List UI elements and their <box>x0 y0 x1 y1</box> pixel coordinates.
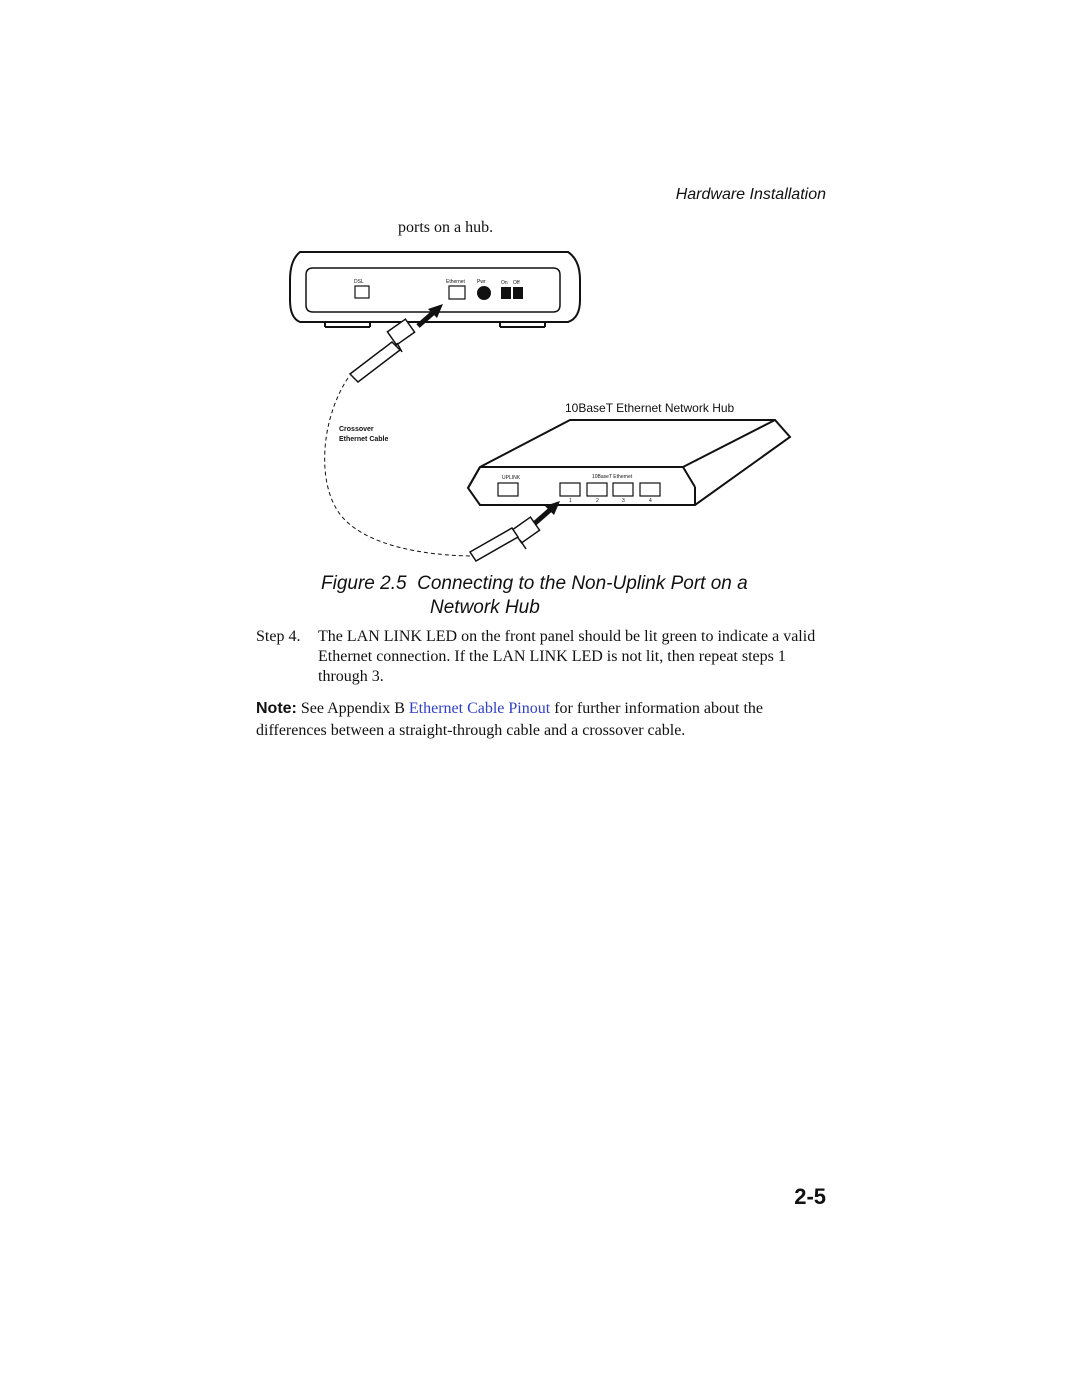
step-number: Step 4. <box>256 628 301 645</box>
modem-plug <box>348 318 416 383</box>
figure-caption-line2: Network Hub <box>430 597 540 618</box>
network-hub <box>466 419 792 506</box>
ethernet-cable-pinout-link[interactable]: Ethernet Cable Pinout <box>408 700 551 717</box>
hub-arrow-icon <box>532 501 560 526</box>
hub-port-4-number: 4 <box>649 498 652 504</box>
network-diagram: DSL Ethernet Pwr On Off Crossover Ethern… <box>289 251 792 562</box>
modem-off-label: Off <box>513 280 520 286</box>
intro-text: ports on a hub. <box>398 219 494 236</box>
step-block: Step 4. The LAN LINK LED on the front pa… <box>256 627 826 687</box>
step-text: The LAN LINK LED on the front panel shou… <box>318 628 816 685</box>
dsl-modem <box>289 251 581 328</box>
modem-dsl-label: DSL <box>354 279 364 285</box>
modem-ethernet-label: Ethernet <box>446 279 466 285</box>
modem-pwr-label: Pwr <box>477 279 486 285</box>
note-text-before: See Appendix B <box>300 700 405 717</box>
modem-on-label: On <box>501 280 508 286</box>
hub-title: 10BaseT Ethernet Network Hub <box>565 401 735 415</box>
note-label: Note: <box>256 700 297 717</box>
figure-caption-line1: Connecting to the Non-Uplink Port on a <box>417 573 748 594</box>
hub-port-1-number: 1 <box>569 498 572 504</box>
hub-ports-label: 10BaseT Ethernet <box>592 474 633 480</box>
hub-uplink-label: UPLINK <box>502 475 521 481</box>
page-number: 2-5 <box>794 1184 826 1209</box>
figure-caption-prefix: Figure 2.5 <box>321 573 407 594</box>
note-text-after: for further information about the differ… <box>256 700 764 739</box>
cable-label-crossover: Crossover <box>339 426 374 433</box>
hub-port-3-number: 3 <box>622 498 625 504</box>
hub-port-2-number: 2 <box>596 498 599 504</box>
crossover-cable-path <box>324 377 471 557</box>
running-header: Hardware Installation <box>675 186 826 203</box>
modem-arrow-icon <box>416 304 443 328</box>
hub-plug <box>468 516 541 562</box>
figure-caption: Figure 2.5 Connecting to the Non-Uplink … <box>321 572 748 620</box>
cable-label-ethernet: Ethernet Cable <box>339 436 389 443</box>
note-block: Note: See Appendix B Ethernet Cable Pino… <box>256 698 826 742</box>
